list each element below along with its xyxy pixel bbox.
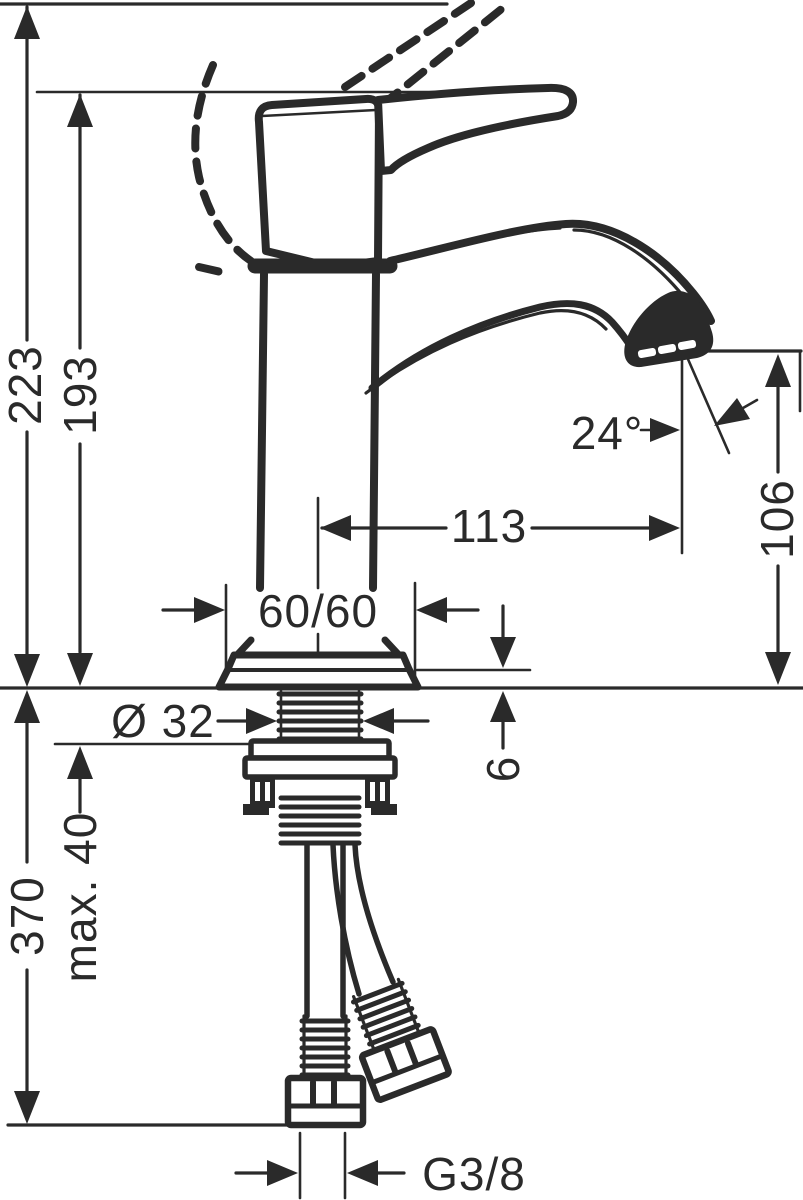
- arrow-up-icon: [765, 354, 791, 387]
- dim-total-height: 223: [0, 5, 51, 687]
- aerator-slot: [637, 347, 657, 359]
- aerator-slot: [677, 339, 697, 351]
- nut-foot-left: [243, 804, 269, 815]
- faucet-body: [247, 258, 398, 592]
- connector-nut: [358, 1026, 452, 1103]
- escutcheon-rim-left: [234, 636, 255, 658]
- arrow-right-icon: [267, 1160, 298, 1186]
- hose-connector-straight: [284, 1014, 367, 1129]
- label-total-height: 223: [0, 345, 51, 425]
- reference-lines: [0, 2, 803, 1127]
- faucet-escutcheon: [215, 636, 422, 691]
- nut-knurl-left: [250, 777, 275, 808]
- aerator-slot: [657, 343, 677, 355]
- body-left-edge: [256, 270, 268, 592]
- dashed-lever-line: [378, 3, 508, 109]
- label-max-counter-thickness: max. 40: [54, 812, 106, 983]
- hose-angled-left-line: [330, 842, 362, 997]
- dim-spout-reach: 113: [320, 347, 684, 555]
- arrow-angle-icon: [714, 398, 750, 426]
- label-shank-diameter: Ø 32: [111, 695, 215, 747]
- dim-height-to-handle: 193: [54, 93, 106, 686]
- nut-flange: [242, 755, 398, 780]
- arrow-up-icon: [67, 94, 93, 127]
- arrow-up-icon: [490, 691, 516, 722]
- handle-knob-outline: [254, 94, 383, 271]
- arrow-down-icon: [14, 654, 40, 687]
- dim-max-counter-thickness: max. 40: [54, 746, 106, 982]
- arrow-right-icon: [246, 708, 277, 734]
- spout-bottom-edge: [368, 300, 635, 392]
- spout-top-inner-line: [406, 226, 562, 257]
- arrow-down-icon: [765, 652, 791, 685]
- handle-knob-inner-line: [260, 108, 378, 118]
- arrow-left-icon: [347, 1160, 378, 1186]
- arrow-right-icon: [650, 418, 680, 442]
- escutcheon-rim-right: [381, 636, 402, 658]
- hose-angled-right-line: [352, 842, 396, 985]
- faucet-handle: [254, 83, 577, 271]
- connector-threads: [299, 1018, 351, 1078]
- angle-reference-line: [682, 348, 731, 455]
- arrow-down-icon: [67, 653, 93, 686]
- dim-hose-length: 370: [1, 690, 53, 1124]
- faucet-hoses: [304, 842, 396, 1019]
- label-connection-thread: G3/8: [422, 1148, 526, 1200]
- label-hose-length: 370: [1, 876, 53, 956]
- dim-connection-thread: G3/8: [234, 1131, 526, 1200]
- arrow-up-icon: [14, 690, 40, 723]
- dim-shank-diameter: Ø 32: [111, 695, 430, 747]
- faucet-spout: [364, 219, 715, 395]
- arrow-up-icon: [67, 746, 93, 779]
- label-escutcheon-height: 6: [477, 756, 529, 783]
- connector-threads: [351, 980, 421, 1047]
- nut-knurl-right: [365, 777, 390, 808]
- handle-raised-dashed: [191, 0, 508, 276]
- label-spout-angle: 24°: [571, 407, 644, 459]
- label-spout-reach: 113: [451, 500, 527, 552]
- label-base-footprint: 60/60: [258, 585, 378, 637]
- arrow-right-icon: [649, 515, 680, 541]
- dashed-handle-arc: [191, 61, 255, 265]
- body-right-edge: [369, 270, 380, 592]
- shank-threads-upper: [276, 691, 364, 742]
- dashed-handle-tick: [195, 263, 225, 276]
- hose-connector-angled: [351, 977, 452, 1103]
- arrow-left-icon: [363, 708, 394, 734]
- faucet-mounting-nut: [242, 738, 398, 815]
- nut-foot-right: [371, 804, 397, 815]
- label-outlet-height: 106: [751, 479, 803, 559]
- handle-lever-outline: [374, 83, 577, 175]
- arrow-left-icon: [416, 597, 447, 623]
- dim-spout-angle: 24°: [571, 348, 759, 459]
- dim-escutcheon-height: 6: [415, 604, 532, 783]
- dashed-lever-line: [341, 0, 475, 91]
- spout-bottom-inner-line: [364, 309, 608, 395]
- arrow-down-icon: [490, 637, 516, 668]
- arrow-up-icon: [14, 6, 40, 39]
- connector-nut: [284, 1074, 367, 1129]
- label-height-to-handle: 193: [54, 355, 106, 435]
- dim-outlet-height: 106: [751, 354, 803, 685]
- arrow-right-icon: [194, 597, 225, 623]
- arrow-down-icon: [14, 1091, 40, 1124]
- shank-threads-lower: [278, 795, 362, 846]
